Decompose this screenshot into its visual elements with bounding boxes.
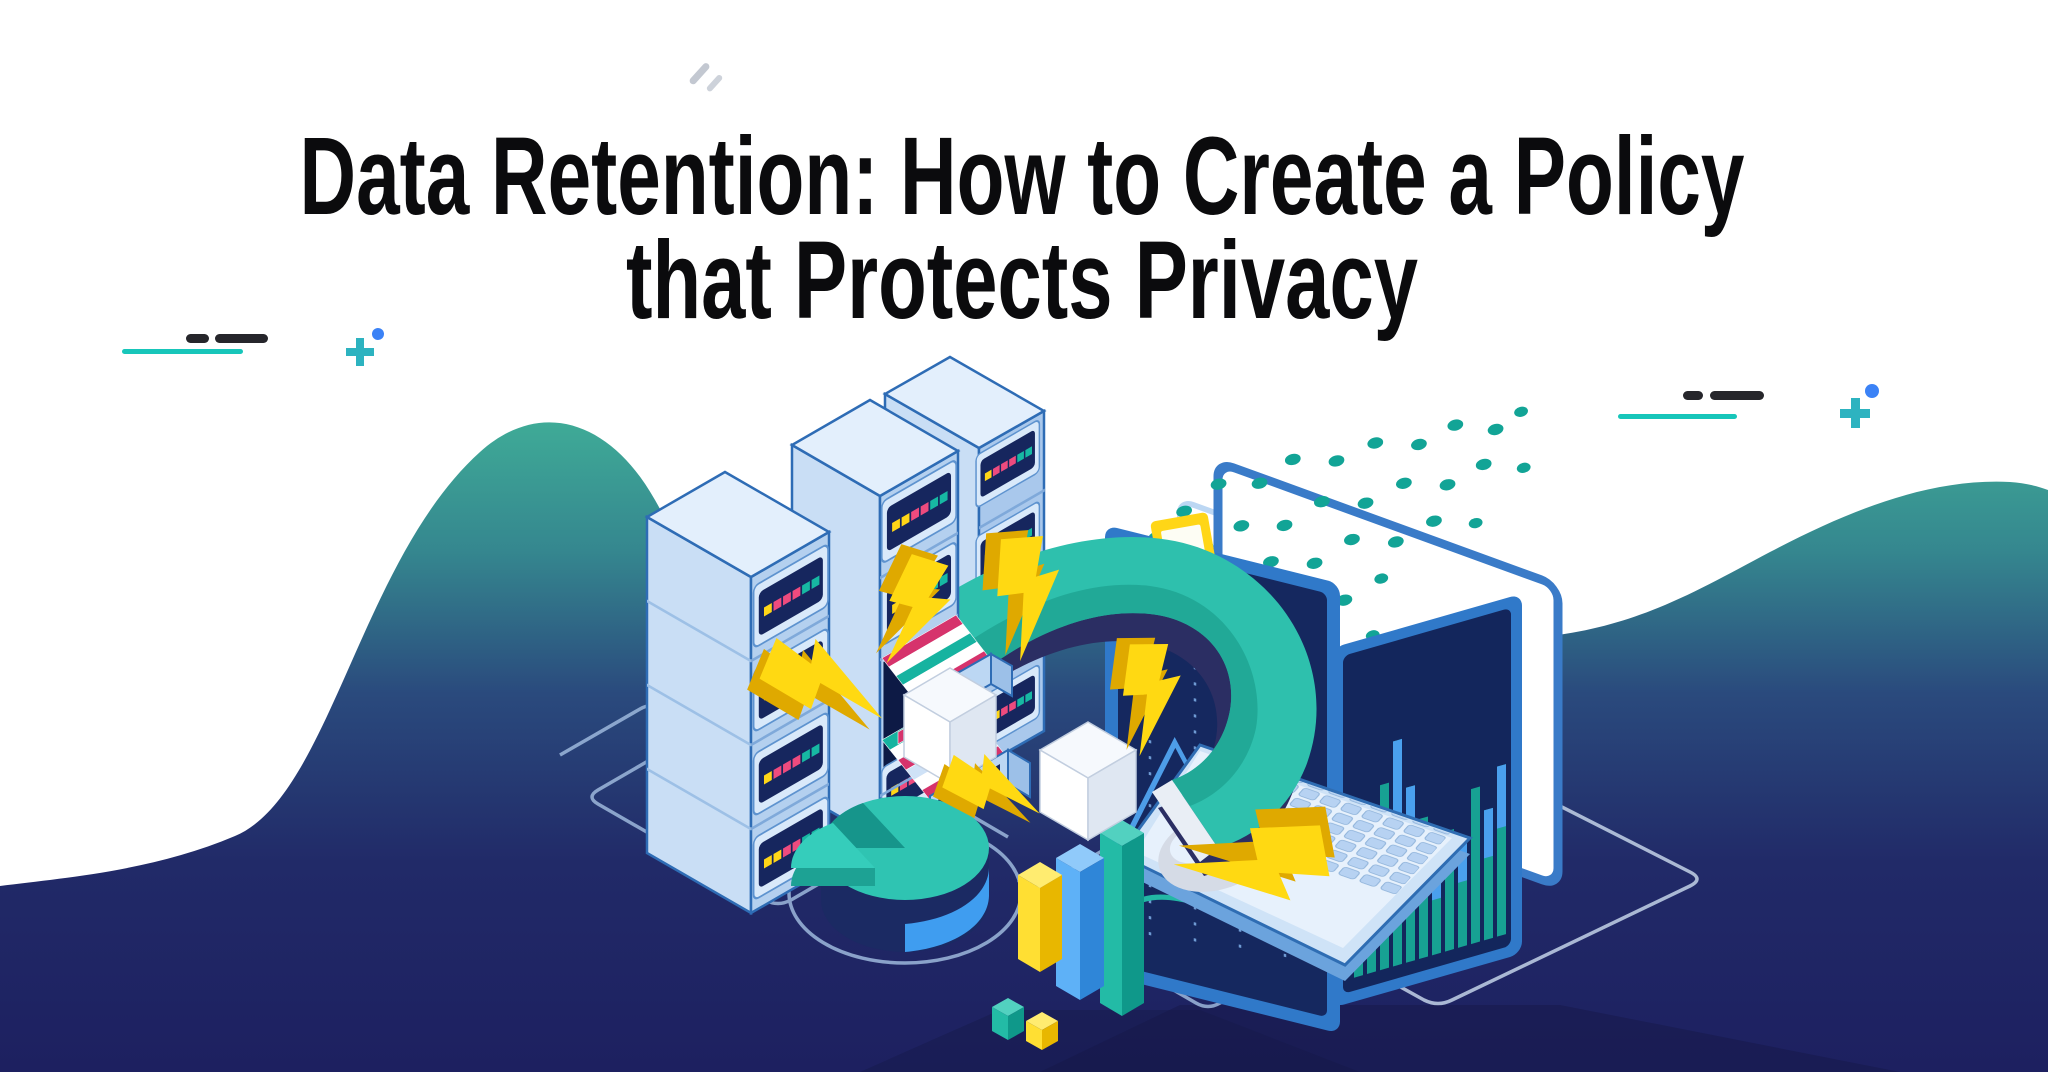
ground-shadow: [860, 1005, 1900, 1072]
dash-short-icon: [186, 334, 209, 343]
bar-columns-icon: [992, 721, 1144, 1050]
page-title-line2: that Protects Privacy: [626, 219, 1418, 342]
dot-icon: [372, 328, 384, 340]
dash-short-icon: [1683, 391, 1703, 400]
underline-icon: [1618, 414, 1737, 419]
pie-chart-icon: [791, 796, 989, 952]
plus-icon: [346, 338, 374, 366]
decor-right: [1618, 384, 1879, 428]
plus-icon: [1840, 398, 1870, 428]
underline-icon: [122, 349, 243, 354]
dot-icon: [1865, 384, 1879, 398]
page-title: Data Retention: How to Create a Policy t…: [300, 115, 1745, 342]
data-cube-icon: [1038, 721, 1138, 842]
page-title-line1: Data Retention: How to Create a Policy: [300, 115, 1745, 238]
server-rack-left-icon: [644, 470, 832, 916]
dash-long-icon: [1710, 391, 1764, 400]
decor-left: [122, 328, 384, 366]
background-wave: [0, 422, 2048, 1072]
dash-long-icon: [215, 334, 268, 343]
spark-icon: [689, 63, 723, 92]
